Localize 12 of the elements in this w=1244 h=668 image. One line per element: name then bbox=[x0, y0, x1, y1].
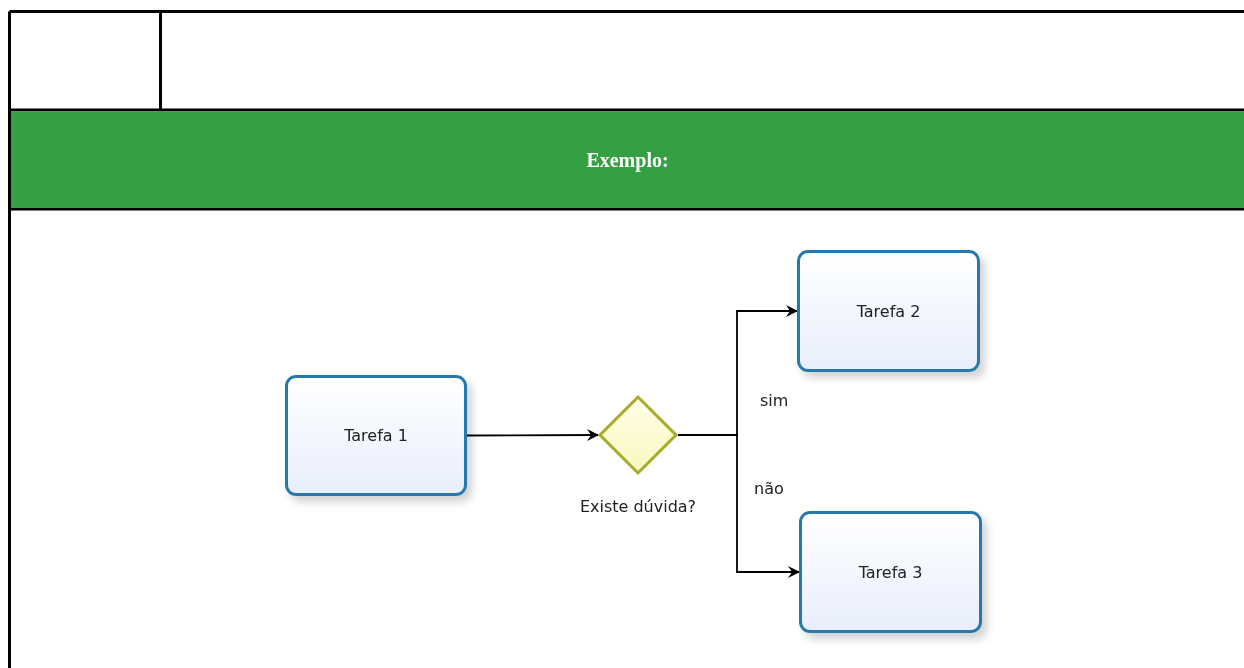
arrow bbox=[677, 434, 800, 578]
task-box bbox=[797, 250, 980, 372]
task-label: Tarefa 3 bbox=[858, 562, 923, 582]
task-box bbox=[285, 375, 467, 496]
task-label: Tarefa 1 bbox=[344, 426, 408, 445]
task-label: Tarefa 2 bbox=[856, 301, 921, 321]
arrow bbox=[466, 429, 599, 442]
decision-diamond bbox=[598, 395, 678, 475]
heading-text: Exemplo: bbox=[586, 148, 669, 172]
task-box bbox=[799, 511, 982, 633]
decision-label: Existe dúvida? bbox=[578, 497, 698, 516]
header-band bbox=[11, 112, 1244, 208]
